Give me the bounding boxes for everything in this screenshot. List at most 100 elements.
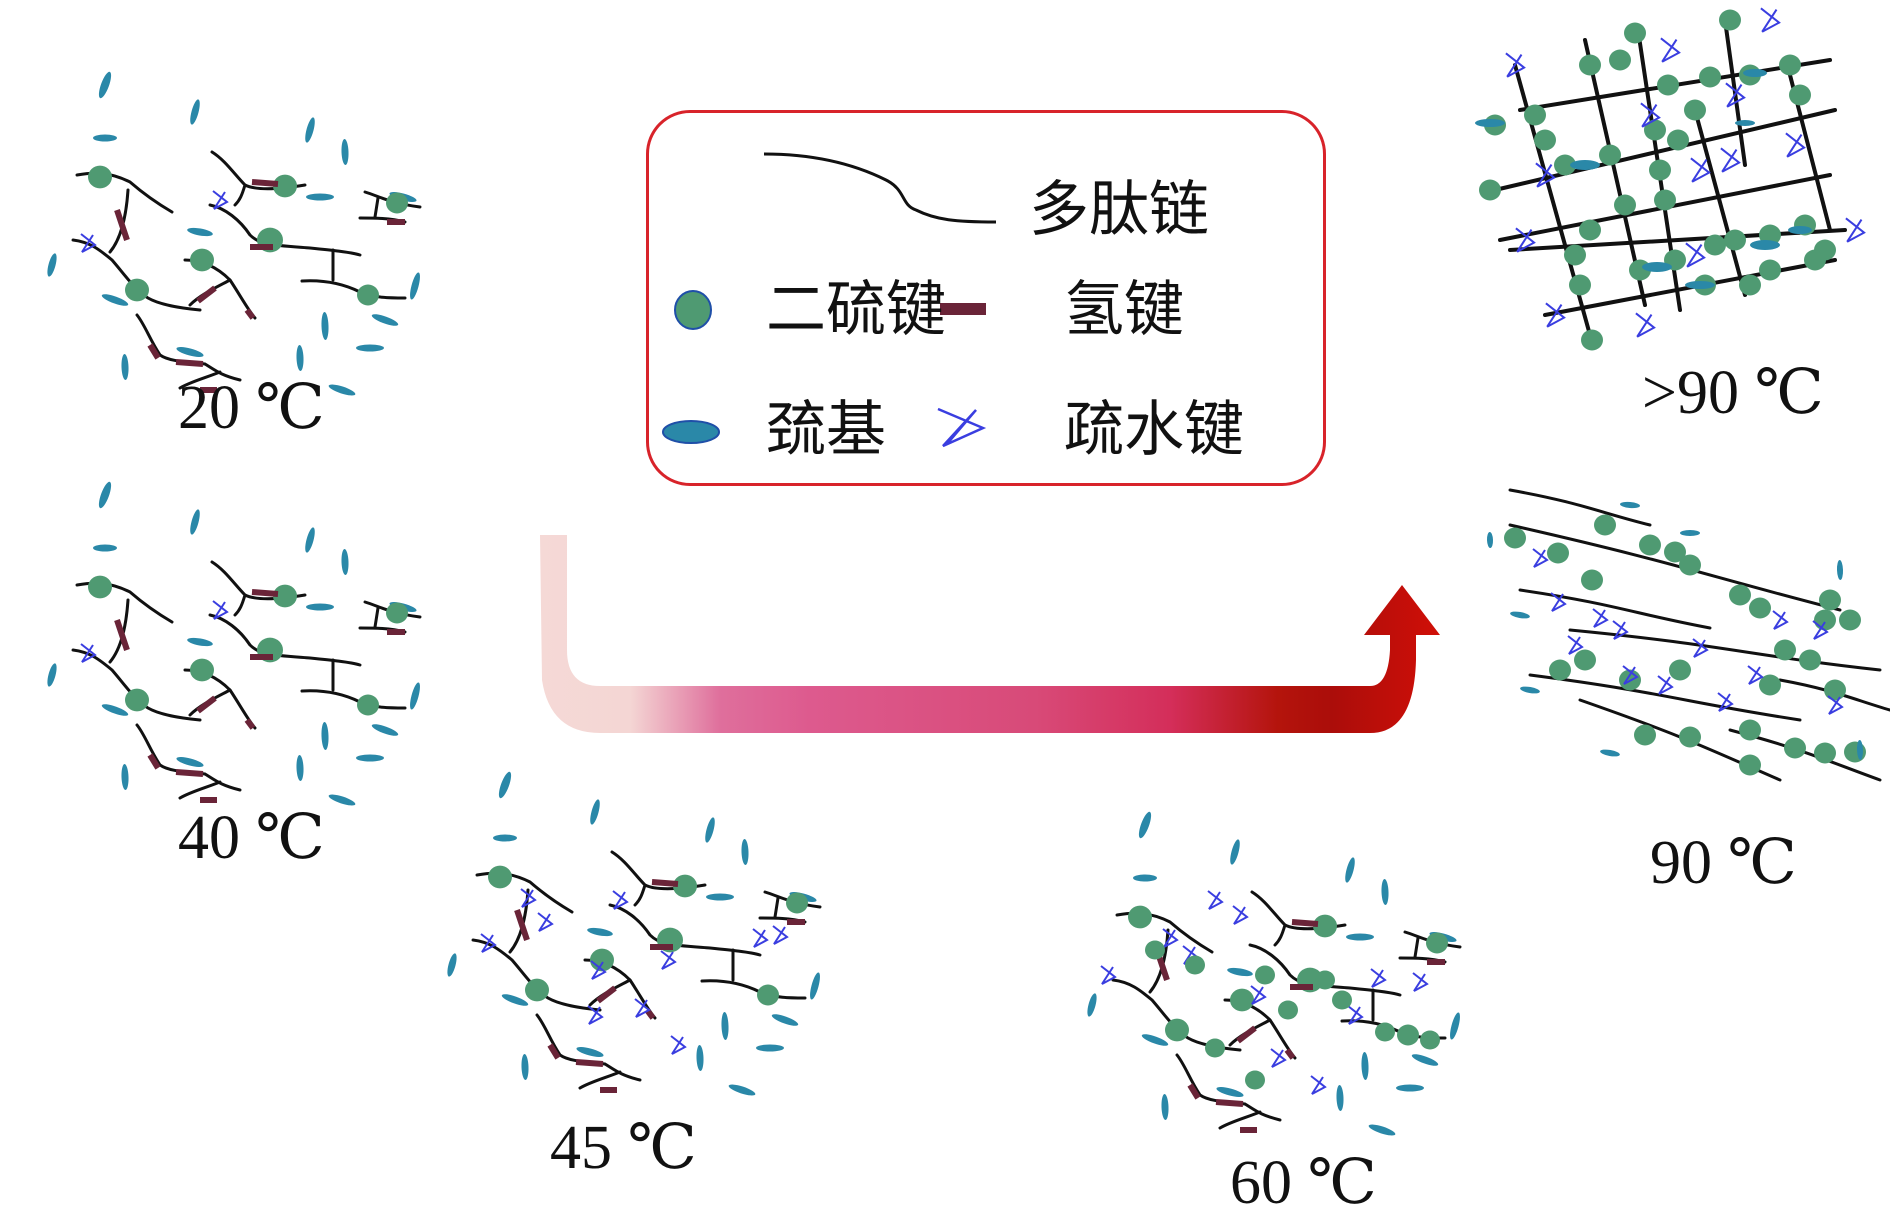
disulfide-bond xyxy=(1684,99,1706,121)
disulfide-bond xyxy=(1278,1000,1298,1020)
polypeptide-chain xyxy=(1693,108,1747,297)
sulfhydryl-group xyxy=(187,227,213,237)
hydrophobic-bond xyxy=(1640,102,1661,128)
hydrophobic-bond xyxy=(1827,695,1844,715)
disulfide-bond xyxy=(1749,597,1771,619)
sulfhydryl-group xyxy=(176,757,204,767)
sulfhydryl-group xyxy=(756,1044,784,1052)
polypeptide-chain xyxy=(608,903,762,957)
polypeptide-chain xyxy=(1413,936,1420,959)
disulfide-bond xyxy=(1669,659,1691,681)
sulfhydryl-group xyxy=(1510,611,1530,619)
disulfide-bond xyxy=(1644,119,1666,141)
hydrophobic-bond xyxy=(634,998,651,1018)
hydrogen-bond xyxy=(175,769,204,777)
disulfide-bond xyxy=(1784,737,1806,759)
polypeptide-chain xyxy=(208,203,362,257)
polypeptide-chain-icon xyxy=(763,152,997,224)
hydrophobic-bond xyxy=(1412,972,1429,992)
disulfide-bond xyxy=(1789,84,1811,106)
sulfhydryl-group xyxy=(1133,874,1157,882)
hydrophobic-bond xyxy=(1545,302,1566,328)
sulfhydryl-group xyxy=(93,544,117,552)
hydrophobic-bond xyxy=(1100,965,1117,985)
sulfhydryl-group xyxy=(498,771,512,799)
hydrophobic-bond xyxy=(1370,968,1387,988)
polypeptide-chain xyxy=(1273,923,1287,947)
disulfide-bond xyxy=(1574,649,1596,671)
hydrophobic-bond xyxy=(1692,638,1709,658)
legend-label-disulfide-bond: 二硫键 xyxy=(766,275,946,345)
hydrogen-bond xyxy=(651,879,679,887)
disulfide-bond xyxy=(1609,49,1631,71)
sulfhydryl-group xyxy=(356,344,384,352)
disulfide-bond xyxy=(1332,990,1352,1010)
disulfide-bond xyxy=(786,892,808,914)
sulfhydryl-group xyxy=(321,722,329,750)
sulfhydryl-group xyxy=(121,764,129,790)
disulfide-bond-icon xyxy=(674,290,712,330)
hydrogen-bond xyxy=(547,1043,561,1060)
hydrophobic-bond xyxy=(587,1005,604,1025)
hydrophobic-bond xyxy=(1812,620,1829,640)
sulfhydryl-group xyxy=(306,603,334,611)
disulfide-bond xyxy=(1839,609,1861,631)
sulfhydryl-group xyxy=(328,794,356,806)
hydrophobic-bond xyxy=(1567,635,1584,655)
panel-40c xyxy=(47,481,422,806)
disulfide-bond xyxy=(1649,159,1671,181)
hydrogen-bond xyxy=(244,308,256,320)
sulfhydryl-group xyxy=(1368,1124,1396,1136)
disulfide-bond xyxy=(757,984,779,1006)
legend-label-polypeptide-chain: 多肽链 xyxy=(1029,175,1209,245)
hydrogen-bond xyxy=(175,359,204,367)
disulfide-bond xyxy=(1739,754,1761,776)
sulfhydryl-group xyxy=(1411,1054,1439,1066)
sulfhydryl-group xyxy=(810,972,820,1000)
sulfhydryl-group xyxy=(1396,1084,1424,1092)
hydrophobic-bond xyxy=(1747,665,1764,685)
polypeptide-chain xyxy=(233,593,247,617)
panel-label-above-90c: >90 ℃ xyxy=(1642,359,1824,427)
disulfide-bond xyxy=(1165,1018,1189,1042)
disulfide-bond xyxy=(1679,726,1701,748)
sulfhydryl-group xyxy=(371,314,399,326)
panel-20c xyxy=(47,71,422,396)
hydrophobic-bond xyxy=(212,600,229,620)
polypeptide-chain xyxy=(1508,488,1652,527)
disulfide-bond xyxy=(1579,54,1601,76)
sulfhydryl-group xyxy=(1680,530,1700,536)
arrow-body xyxy=(540,535,1440,733)
disulfide-bond xyxy=(1504,527,1526,549)
polypeptide-chain xyxy=(700,979,807,1000)
disulfide-bond xyxy=(386,192,408,214)
sulfhydryl-group xyxy=(590,799,600,825)
panel-label-20c: 20 ℃ xyxy=(178,374,325,442)
disulfide-bond xyxy=(190,658,214,682)
sulfhydryl-group xyxy=(447,953,457,977)
hydrogen-bond xyxy=(196,285,217,304)
disulfide-bond xyxy=(1739,274,1761,296)
disulfide-bond xyxy=(1624,22,1646,44)
sulfhydryl-group xyxy=(1735,120,1755,126)
disulfide-bond xyxy=(1375,1022,1395,1042)
disulfide-bond xyxy=(1814,742,1836,764)
disulfide-bond xyxy=(1145,940,1165,960)
disulfide-bond xyxy=(1255,965,1275,985)
polypeptide-chain xyxy=(208,613,362,667)
hydrophobic-bond xyxy=(1720,147,1741,173)
temperature-arrow xyxy=(540,535,1440,733)
sulfhydryl-group xyxy=(1486,532,1494,548)
panel-label-90c: 90 ℃ xyxy=(1650,829,1797,897)
disulfide-bond xyxy=(1420,1030,1440,1050)
disulfide-bond xyxy=(190,248,214,272)
hydrophobic-bond xyxy=(1532,548,1549,568)
hydrogen-bond-icon xyxy=(940,303,986,315)
disulfide-bond xyxy=(1614,194,1636,216)
disulfide-bond xyxy=(1205,1038,1225,1058)
sulfhydryl-group xyxy=(187,637,213,647)
hydrophobic-bond xyxy=(1772,610,1789,630)
hydrophobic-bond xyxy=(1660,37,1681,63)
sulfhydryl-group xyxy=(305,527,315,553)
disulfide-bond xyxy=(1315,970,1335,990)
